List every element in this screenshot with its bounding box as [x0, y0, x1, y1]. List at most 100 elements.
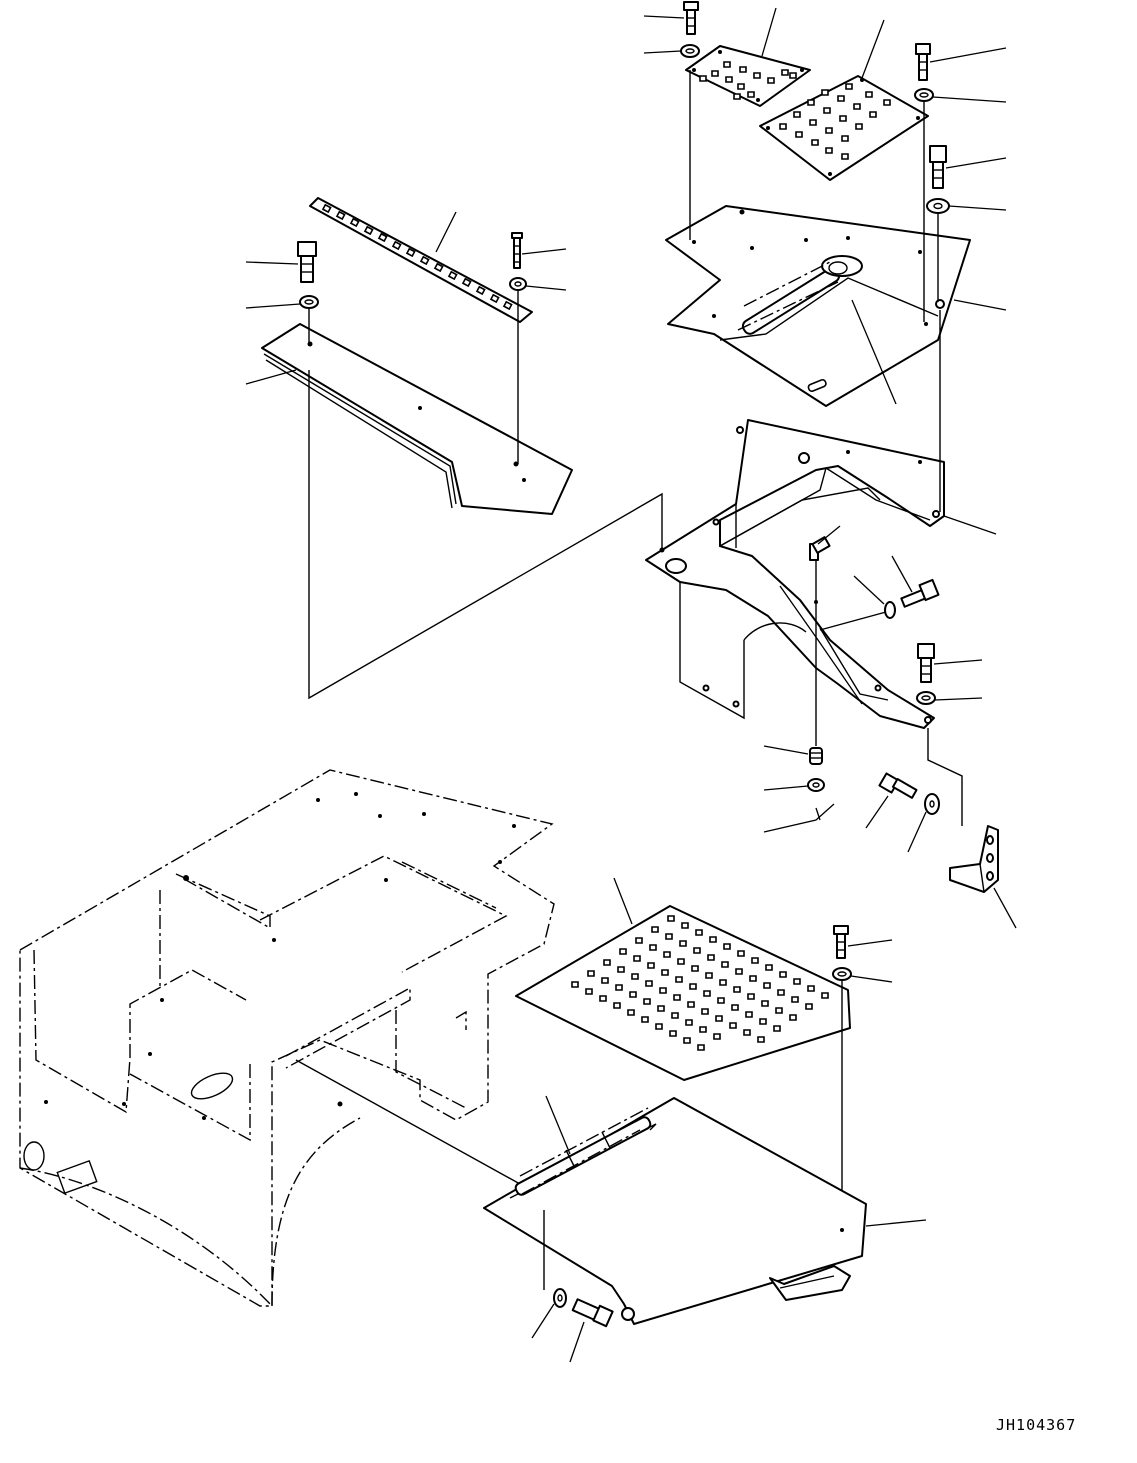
plate-slot	[778, 990, 784, 995]
plate-slot	[774, 1026, 780, 1031]
large-perforated-plate-bottom	[516, 878, 850, 1080]
plate-slot	[748, 994, 754, 999]
plate-slot	[790, 1015, 796, 1020]
plate-slot	[670, 1031, 676, 1036]
plate-slot	[700, 1027, 706, 1032]
plate-slot	[648, 963, 654, 968]
strip-slots	[323, 205, 512, 309]
plate-slot	[572, 982, 578, 987]
plate-slot	[702, 1009, 708, 1014]
plate-slot	[658, 1006, 664, 1011]
plate-slot	[720, 980, 726, 985]
plate-slot	[662, 970, 668, 975]
plate-slot	[672, 1013, 678, 1018]
plate-slot	[676, 977, 682, 982]
plate-slot	[602, 978, 608, 983]
plate-slot	[744, 1030, 750, 1035]
plate-slot	[620, 949, 626, 954]
large-perforated-plate-top	[760, 20, 928, 180]
left-bolt-hex	[246, 242, 318, 308]
plate-slot	[794, 979, 800, 984]
hinged-lid-bottom	[484, 1096, 926, 1324]
plate-slot	[764, 983, 770, 988]
plate-slot	[696, 930, 702, 935]
plate-slot	[808, 986, 814, 991]
plate-slot	[652, 927, 658, 932]
plate-slot	[704, 991, 710, 996]
drawing-number: JH104367	[996, 1416, 1077, 1434]
plate-slot	[708, 955, 714, 960]
bottom-bolt-washer	[532, 1210, 613, 1362]
plate-slot	[724, 944, 730, 949]
plate-slot	[678, 959, 684, 964]
top-hinge-pin	[738, 256, 862, 336]
plate-slot	[616, 985, 622, 990]
plate-slot	[750, 976, 756, 981]
top-bolt-left	[644, 2, 699, 57]
plate-slot	[714, 1034, 720, 1039]
bracket-bolt	[866, 773, 939, 852]
plate-slot	[736, 969, 742, 974]
angle-bracket	[928, 728, 1016, 928]
lid-handle	[770, 1266, 850, 1300]
bottom-plate-slots	[572, 916, 828, 1050]
top-right-bolt-2	[927, 146, 1006, 213]
plate-slot	[646, 981, 652, 986]
plate-slot	[732, 1005, 738, 1010]
bottom-hinge	[514, 1096, 652, 1197]
plate-slot	[634, 956, 640, 961]
large-plate-slots	[780, 84, 890, 159]
plate-slot	[822, 993, 828, 998]
plate-slot	[690, 984, 696, 989]
plate-slot	[746, 1012, 752, 1017]
hinged-cover-top	[666, 206, 1006, 406]
left-bolt-upper	[510, 233, 566, 290]
plate-slot	[716, 1016, 722, 1021]
plate-slot	[686, 1020, 692, 1025]
plate-slot	[680, 941, 686, 946]
mid-right-bolt	[917, 644, 982, 704]
plate-slot	[776, 1008, 782, 1013]
plate-slot	[738, 951, 744, 956]
plate-slot	[734, 987, 740, 992]
plate-slot	[710, 937, 716, 942]
plate-slot	[604, 960, 610, 965]
plate-slot	[692, 966, 698, 971]
plate-slot	[660, 988, 666, 993]
plate-slot	[588, 971, 594, 976]
plate-slot	[628, 1010, 634, 1015]
plate-slot	[674, 995, 680, 1000]
console-frame	[646, 420, 996, 728]
plate-slot	[698, 1045, 704, 1050]
plate-slot	[666, 934, 672, 939]
top-right-bolt-1	[915, 44, 1006, 102]
plate-slot	[792, 997, 798, 1002]
plate-slot	[614, 1003, 620, 1008]
plate-slot	[766, 965, 772, 970]
plate-slot	[668, 916, 674, 921]
plate-slot	[630, 992, 636, 997]
latch-pin	[810, 526, 840, 746]
plate-slot	[806, 1004, 812, 1009]
plate-slot	[586, 989, 592, 994]
plate-slot	[730, 1023, 736, 1028]
plate-slot	[760, 1019, 766, 1024]
plate-slot	[722, 962, 728, 967]
left-perforated-strip	[310, 198, 532, 322]
alignment-lines	[309, 70, 940, 698]
plate-slot	[752, 958, 758, 963]
plate-slot	[758, 1037, 764, 1042]
small-perforated-plate	[686, 8, 810, 106]
spring-and-washer	[764, 746, 834, 832]
plate-slot	[644, 999, 650, 1004]
left-cover-plate	[246, 324, 572, 514]
plate-slot	[642, 1017, 648, 1022]
plate-slot	[780, 972, 786, 977]
mid-bolt-small	[820, 556, 938, 630]
plate-slot	[656, 1024, 662, 1029]
plate-slot	[762, 1001, 768, 1006]
plate-slot	[632, 974, 638, 979]
base-frame	[20, 770, 554, 1306]
plate-slot	[694, 948, 700, 953]
